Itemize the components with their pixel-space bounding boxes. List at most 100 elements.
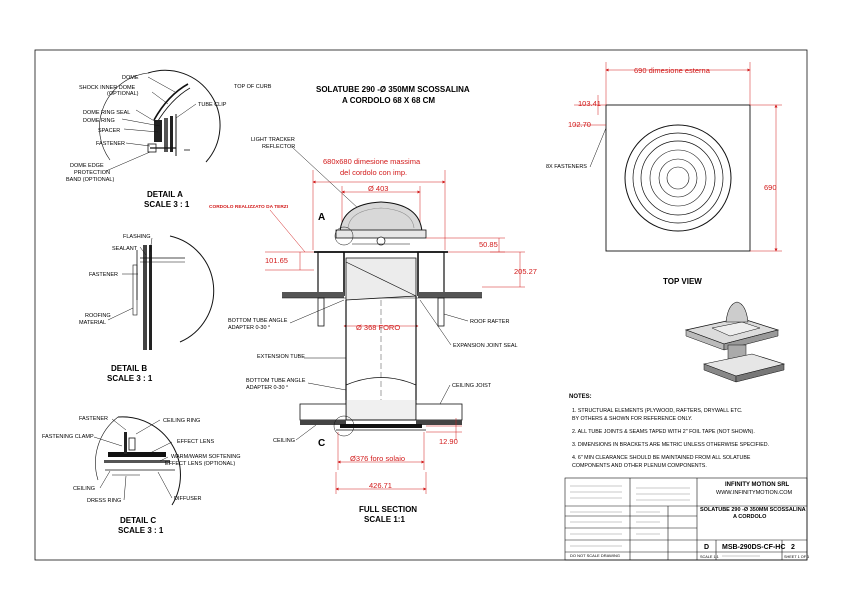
bottom-adapter2-label-1: BOTTOM TUBE ANGLE [246,378,306,384]
top-of-curb-label: TOP OF CURB [234,84,272,90]
note-line-1: 1. STRUCTURAL ELEMENTS (PLYWOOD, RAFTERS… [572,408,743,414]
label-warm-lens-1: WARM/WARM SOFTENING [171,454,241,460]
dim-426-71: 426.71 [335,472,427,494]
detail-b: FLASHING SEALANT FASTENER ROOFING MATERI… [79,234,215,383]
label-flashing: FLASHING [123,234,151,240]
ceiling [299,403,463,431]
detail-b-scale: SCALE 3 : 1 [107,374,153,383]
detail-a: DOME SHOCK INNER DOME (OPTIONAL) DOME RI… [66,69,227,209]
roof-rafter-label: ROOF RAFTER [470,319,509,325]
section-title-1: SOLATUBE 290 -Ø 350MM SCOSSALINA [316,85,470,94]
company-website: WWW.INFINITYMOTION.COM [716,490,792,496]
dim-680: 680x680 dimesione massima del cordolo co… [312,157,446,250]
top-view-square [605,104,751,252]
fasteners-label: 8X FASTENERS [546,164,587,170]
label-dome-ring-seal: DOME RING SEAL [83,110,130,116]
footer-note: DO NOT SCALE DRAWING [570,553,620,558]
marker-a-circle [334,226,354,246]
dim-403-text: Ø 403 [368,184,388,193]
label-ceiling-ring: CEILING RING [163,418,200,424]
detail-a-scale: SCALE 3 : 1 [144,200,190,209]
detail-a-circle [99,69,221,163]
label-roofing-1: ROOFING [85,313,111,319]
label-dome-ring: DOME RING [83,118,115,124]
drawing-number: MSB-290DS-CF-HC [722,544,785,551]
dim-50-85: 50.85 [426,237,505,253]
ceiling-joist-label: CEILING JOIST [452,383,492,389]
note-line-3: 2. ALL TUBE JOINTS & SEAMS TAPED WITH 2"… [572,429,755,435]
detail-c-title: DETAIL C [120,516,156,525]
label-roofing-2: MATERIAL [79,320,106,326]
bottom-adapter2-label-2: ADAPTER 0-30 ° [246,385,288,391]
note-line-4: 3. DIMENSIONS IN BRACKETS ARE METRIC UNL… [572,442,769,448]
label-edge-protection-2: PROTECTION [74,170,110,176]
notes-heading: NOTES: [569,394,592,400]
extension-tube [345,296,417,421]
cordolo-note: CORDOLO REALIZZATO DA TERZI [209,204,289,210]
dim-103-41-text: 103.41 [578,99,601,108]
label-edge-protection-1: DOME EDGE [70,163,104,169]
drawing-title-2: A CORDOLO [733,514,767,520]
ceiling-label: CEILING [273,438,295,444]
curb-flashing [282,251,482,327]
note-line-5: 4. 6" MIN CLEARANCE SHOULD BE MAINTAINED… [572,455,751,461]
label-effect-lens: EFFECT LENS [177,439,215,445]
dim-690-outer-text: 690 dimesione esterna [634,66,711,75]
detail-c-scale: SCALE 3 : 1 [118,526,164,535]
dim-376: Ø376 foro solaio [337,432,425,470]
dim-50-85-text: 50.85 [479,240,498,249]
label-fastening-clamp: FASTENING CLAMP [42,434,94,440]
top-view: 690 dimesione esterna 103.41 102.70 8X F… [546,62,782,286]
extension-tube-label: EXTENSION TUBE [257,354,305,360]
light-tracker-label-1: LIGHT TRACKER [251,137,295,143]
bottom-adapter-label-1: BOTTOM TUBE ANGLE [228,318,288,324]
drawing-scale: SCALE 1:1 [700,555,719,559]
detail-c: FASTENER CEILING RING FASTENING CLAMP EF… [42,416,241,535]
dim-368: Ø 368 FORO [343,323,419,332]
detail-a-title: DETAIL A [147,190,183,199]
dim-690-outer: 690 dimesione esterna [605,62,751,105]
dim-103-41: 103.41 [574,95,606,115]
dim-102-70: 102.70 [568,120,606,129]
dim-376-text: Ø376 foro solaio [350,454,405,463]
label-shock-optional: (OPTIONAL) [107,91,139,97]
dim-102-70-text: 102.70 [568,120,591,129]
label-spacer: SPACER [98,128,120,134]
dim-12-90: 12.90 [426,418,462,446]
marker-a: A [318,212,325,223]
label-fastener-c: FASTENER [79,416,108,422]
company-name: INFINITY MOTION SRL [725,482,790,488]
label-warm-lens-2: EFFECT LENS (OPTIONAL) [165,461,235,467]
label-shock-inner-dome: SHOCK INNER DOME [79,85,136,91]
dim-12-90-text: 12.90 [439,437,458,446]
label-fastener-b: FASTENER [89,272,118,278]
label-edge-protection-3: BAND (OPTIONAL) [66,177,114,183]
label-ceiling-c: CEILING [73,486,95,492]
sheet-border [34,49,808,561]
dim-368-text: Ø 368 FORO [356,323,400,332]
expansion-joint-label: EXPANSION JOINT SEAL [453,343,518,349]
dim-426-71-text: 426.71 [369,481,392,490]
label-sealant: SEALANT [112,246,138,252]
dim-101-65: 101.65 [265,251,314,271]
dim-205-27-text: 205.27 [514,267,537,276]
drawing-title-1: SOLATUBE 290 -Ø 350MM SCOSSALINA [700,507,806,513]
top-view-title: TOP VIEW [663,277,702,286]
dim-205-27: 205.27 [482,251,537,288]
label-diffuser: DIFFUSER [174,496,202,502]
detail-b-title: DETAIL B [111,364,147,373]
marker-c-circle [333,415,355,437]
bottom-adapter-label-2: ADAPTER 0-30 ° [228,325,270,331]
title-block [564,477,808,561]
note-line-6: COMPONENTS AND OTHER PLENUM COMPONENTS. [572,463,707,469]
marker-c: C [318,438,325,449]
dome [335,201,427,246]
drawing-sheet: SHEET 1 OF 1 [784,555,809,559]
dim-690-side-text: 690 [764,183,777,192]
full-section: TOP OF CURB SOLATUBE 290 -Ø 350MM SCOSSA… [209,84,537,524]
drawing-size: D [704,544,709,551]
dim-101-65-text: 101.65 [265,256,288,265]
note-line-2: BY OTHERS & SHOWN FOR REFERENCE ONLY. [572,416,692,422]
label-fastener-a: FASTENER [96,141,125,147]
